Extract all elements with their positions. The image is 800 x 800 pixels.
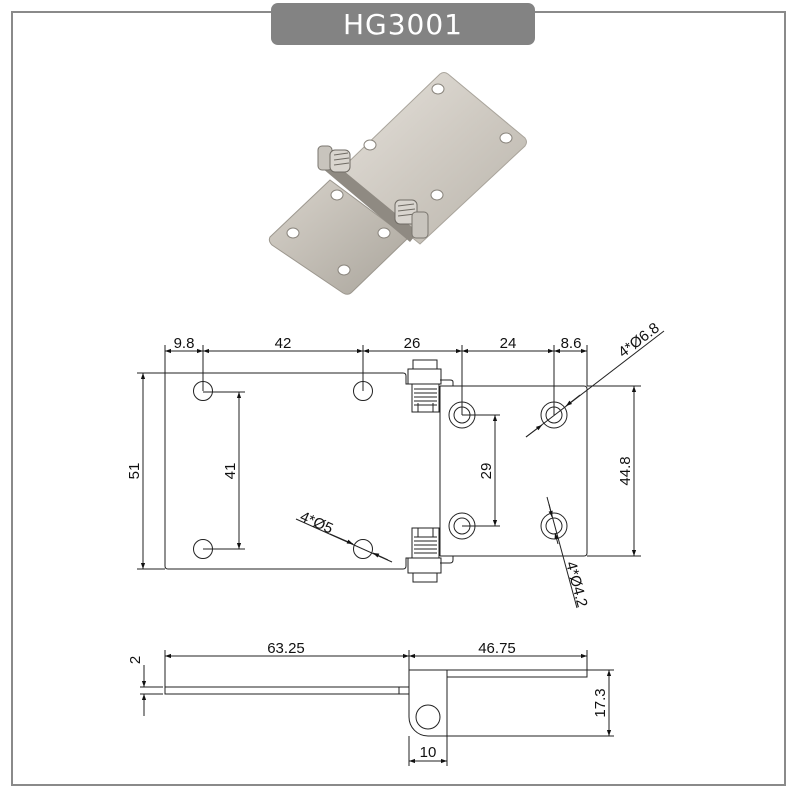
callout-4x-d6-8: 4*Ø6.8	[615, 320, 663, 362]
dim-17-3: 17.3	[592, 688, 609, 717]
product-photo	[268, 72, 527, 295]
dim-2: 2	[127, 656, 144, 664]
spring-knuckle-top	[317, 145, 351, 173]
dim-63-25: 63.25	[267, 640, 305, 657]
dim-44-8: 44.8	[617, 456, 634, 485]
dim-9-8: 9.8	[174, 335, 195, 352]
dim-41: 41	[222, 463, 239, 480]
dim-29: 29	[478, 463, 495, 480]
hole-left-bottom-b	[353, 539, 373, 559]
callout-4x-d4-2: 4*Ø4.2	[562, 560, 591, 610]
model-title: HG3001	[271, 3, 535, 45]
spring-knuckle-bottom	[394, 199, 429, 239]
dim-42: 42	[275, 335, 292, 352]
dim-8-6: 8.6	[561, 335, 582, 352]
dim-26: 26	[404, 335, 421, 352]
dim-51: 51	[126, 463, 143, 480]
callout-4x-d5: 4*Ø5	[297, 508, 335, 537]
dim-46-75: 46.75	[478, 640, 516, 657]
side-view	[140, 650, 614, 766]
dim-24: 24	[500, 335, 517, 352]
dim-10: 10	[420, 744, 437, 761]
top-view	[137, 330, 665, 609]
